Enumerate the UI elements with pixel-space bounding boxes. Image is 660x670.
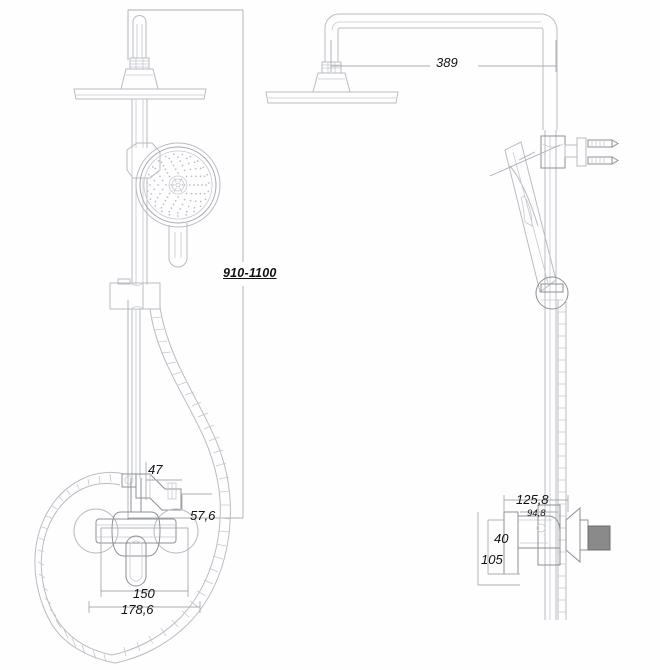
front-diverter-spout (135, 473, 182, 511)
nozzle-pattern (146, 153, 210, 217)
side-wall-bracket (540, 135, 587, 169)
dimension-label-valve-height-small: 40 (494, 531, 509, 546)
side-overhead-shower-head (265, 72, 399, 104)
front-riser-rail-lower (131, 178, 148, 285)
side-hose-ribs (558, 311, 566, 613)
front-riser-to-mixer (130, 478, 142, 512)
dimension-label-spout-to-wall: 47 (148, 462, 163, 477)
front-riser-rail-bottom (131, 309, 141, 478)
dimension-label-valve-height-large: 105 (481, 552, 503, 567)
front-view-dimension-frame (127, 9, 244, 520)
front-handheld-shower-head (135, 142, 221, 268)
side-riser-collar (321, 61, 342, 74)
front-slider-bracket (109, 278, 161, 310)
side-wall-anchor-screws (587, 139, 619, 165)
front-flexible-hose-upper (111, 306, 231, 664)
side-handheld-shower-head (504, 141, 557, 293)
side-view-dimensions (477, 495, 569, 586)
dimension-label-valve-depth-small: 94,8 (527, 508, 546, 519)
dimension-label-plate-width-outer: 178,6 (121, 602, 154, 617)
front-mixer-valve-body (73, 508, 199, 587)
front-overhead-shower-head (73, 88, 207, 100)
side-riser-rail (544, 130, 557, 620)
dimension-label-valve-depth-large: 125,8 (516, 492, 549, 507)
front-diverter-joint (126, 142, 161, 179)
side-view (265, 13, 619, 620)
side-flexible-hose (557, 300, 567, 620)
front-overhead-cone (120, 68, 159, 90)
side-mixer-valve-body (503, 504, 611, 575)
front-hose-ribs-upper (123, 316, 231, 657)
front-riser-collar (129, 57, 150, 70)
dimension-label-plate-width-inner: 150 (133, 586, 155, 601)
front-hose-ribs-lower (37, 473, 112, 663)
front-lower-dimensions (88, 462, 212, 613)
side-slider-bracket (535, 276, 569, 310)
side-arm-projection-dimension (330, 40, 557, 72)
dimension-label-arm-projection: 389 (436, 55, 458, 70)
dimension-label-height-range: 910-1100 (223, 266, 277, 280)
front-riser-rail (131, 99, 148, 148)
side-shower-arm (324, 13, 558, 130)
front-hose-connector (121, 473, 137, 488)
dimension-label-spout-depth: 57,6 (190, 508, 216, 523)
front-riser-top-stub (132, 15, 147, 59)
front-flexible-hose-lower (34, 471, 125, 664)
front-view (34, 15, 231, 664)
